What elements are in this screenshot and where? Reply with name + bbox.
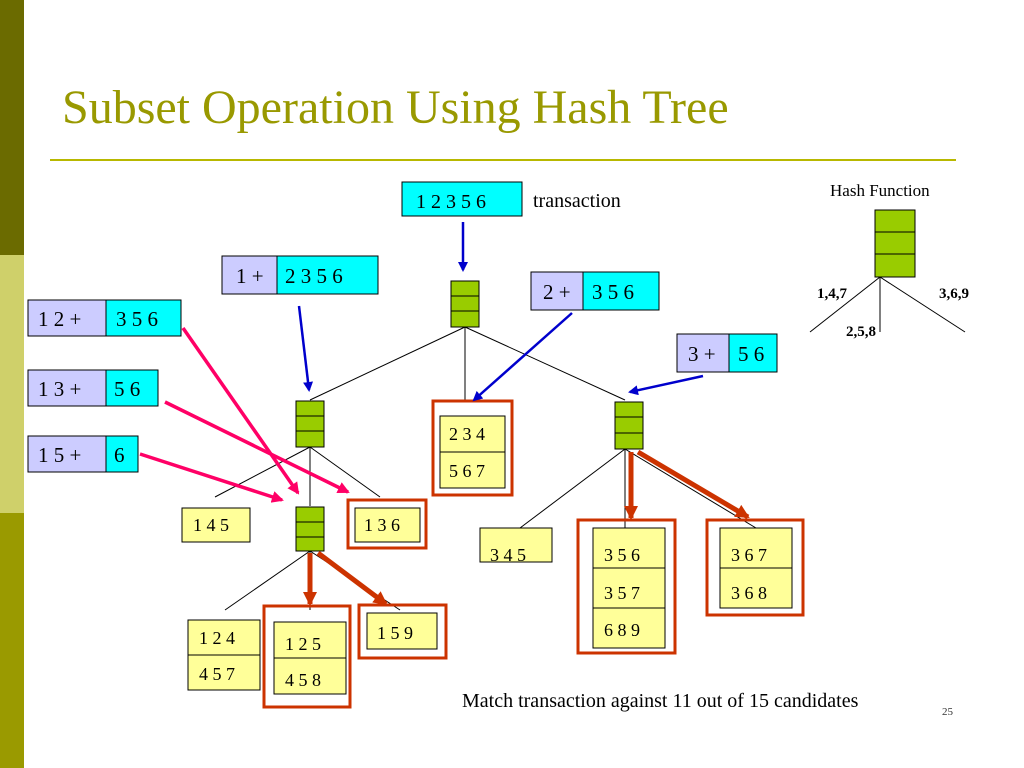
side-band-bottom (0, 513, 24, 768)
leaf-145-item: 1 4 5 (193, 515, 229, 535)
leaf-125-item-1: 1 2 5 (285, 634, 321, 654)
side-band-middle (0, 255, 24, 513)
leaf-345 (479, 527, 553, 563)
leaf-124-item-2: 4 5 7 (199, 664, 235, 684)
leaf-159 (366, 612, 438, 650)
rest-box-1 (276, 255, 379, 295)
prefix-15-label: 1 5 + (38, 443, 82, 467)
leaf-234-item-2: 5 6 7 (449, 461, 485, 481)
hash-branch-258: 2,5,8 (846, 324, 876, 340)
prefix-12-label: 1 2 + (38, 307, 82, 331)
leaf-367-item-2: 3 6 8 (731, 583, 767, 603)
page-number: 25 (942, 706, 953, 718)
arrow-1-left (297, 305, 314, 392)
edge-right-345 (519, 448, 626, 529)
rest-box-12 (105, 299, 182, 337)
leaf-367-item-1: 3 6 7 (731, 545, 767, 565)
transaction-items: 1 2 3 5 6 (416, 191, 486, 213)
leaf-356-item-1: 3 5 6 (604, 545, 640, 565)
edge-left-136 (309, 446, 381, 498)
prefix-box-2 (530, 271, 584, 311)
prefix-3-label: 3 + (688, 342, 716, 366)
rest-1-label: 2 3 5 6 (285, 264, 343, 288)
rest-15-label: 6 (114, 443, 125, 467)
leaf-145 (181, 507, 251, 543)
hash-nodes (295, 209, 916, 552)
match-frame-159 (357, 603, 448, 660)
leaf-136-item: 1 3 6 (364, 515, 400, 535)
arrow-2-middle (472, 312, 573, 402)
title-rule (50, 159, 956, 161)
edge-root-left (309, 326, 466, 401)
leaf-356-item-3: 6 8 9 (604, 620, 640, 640)
edge-left-145 (214, 446, 311, 498)
arrow-sub-159 (316, 551, 388, 606)
arrow-12 (181, 326, 300, 495)
hash-branch-147: 1,4,7 (817, 286, 847, 302)
rest-2-label: 3 5 6 (592, 280, 634, 304)
leaf-356-item-2: 3 5 7 (604, 583, 640, 603)
hash-node-left (295, 400, 325, 448)
hash-node-root (450, 280, 480, 328)
hash-function-title: Hash Function (830, 181, 930, 200)
hash-edge-369 (879, 276, 966, 333)
hash-branch-369: 3,6,9 (939, 286, 969, 302)
footer-caption: Match transaction against 11 out of 15 c… (462, 690, 859, 712)
transaction-label: transaction (533, 190, 621, 212)
prefix-box-12 (27, 299, 107, 337)
leaf-125-item-2: 4 5 8 (285, 670, 321, 690)
rest-box-15 (105, 435, 139, 473)
match-frame-356 (576, 518, 677, 655)
match-frame-367 (705, 518, 805, 617)
leaf-356 (592, 527, 666, 649)
side-band-top (0, 0, 24, 255)
arrow-13 (164, 400, 350, 494)
prefix-1-label: 1 + (236, 264, 264, 288)
prefix-box-15 (27, 435, 107, 473)
leaf-234-item-1: 2 3 4 (449, 424, 485, 444)
leaf-124-item-1: 1 2 4 (199, 628, 235, 648)
hash-edge-147 (809, 276, 881, 333)
slide-title: Subset Operation Using Hash Tree (62, 81, 729, 134)
prefix-box-1 (221, 255, 278, 295)
rest-3-label: 5 6 (738, 342, 765, 366)
leaf-136 (354, 507, 421, 543)
leaf-boxes (181, 415, 793, 695)
prefix-2-label: 2 + (543, 280, 571, 304)
edge-sub-124 (224, 550, 311, 611)
match-frame-234 (431, 399, 514, 497)
hash-node-right (614, 401, 644, 450)
prefix-boxes (27, 181, 778, 473)
rest-12-label: 3 5 6 (116, 307, 158, 331)
blue-arrows (297, 222, 704, 402)
rest-13-label: 5 6 (114, 377, 141, 401)
match-frame-125 (262, 604, 352, 709)
rest-box-3 (728, 333, 778, 373)
arrow-3-right (628, 374, 704, 396)
arrow-15 (139, 452, 284, 503)
red-arrows (303, 449, 750, 606)
prefix-box-13 (27, 369, 107, 407)
match-frame-136 (346, 498, 428, 550)
transaction-box (401, 181, 523, 217)
arrow-right-367 (636, 449, 750, 520)
hash-function-node (874, 209, 916, 278)
match-frames (262, 399, 805, 709)
rest-box-2 (582, 271, 660, 311)
pink-arrows (139, 326, 350, 503)
prefix-13-label: 1 3 + (38, 377, 82, 401)
hash-node-sub (295, 506, 325, 552)
rest-box-13 (105, 369, 159, 407)
edge-root-right (464, 326, 626, 401)
leaf-159-item: 1 5 9 (377, 623, 413, 643)
leaf-345-item: 3 4 5 (490, 545, 526, 565)
edge-right-367 (624, 448, 757, 529)
